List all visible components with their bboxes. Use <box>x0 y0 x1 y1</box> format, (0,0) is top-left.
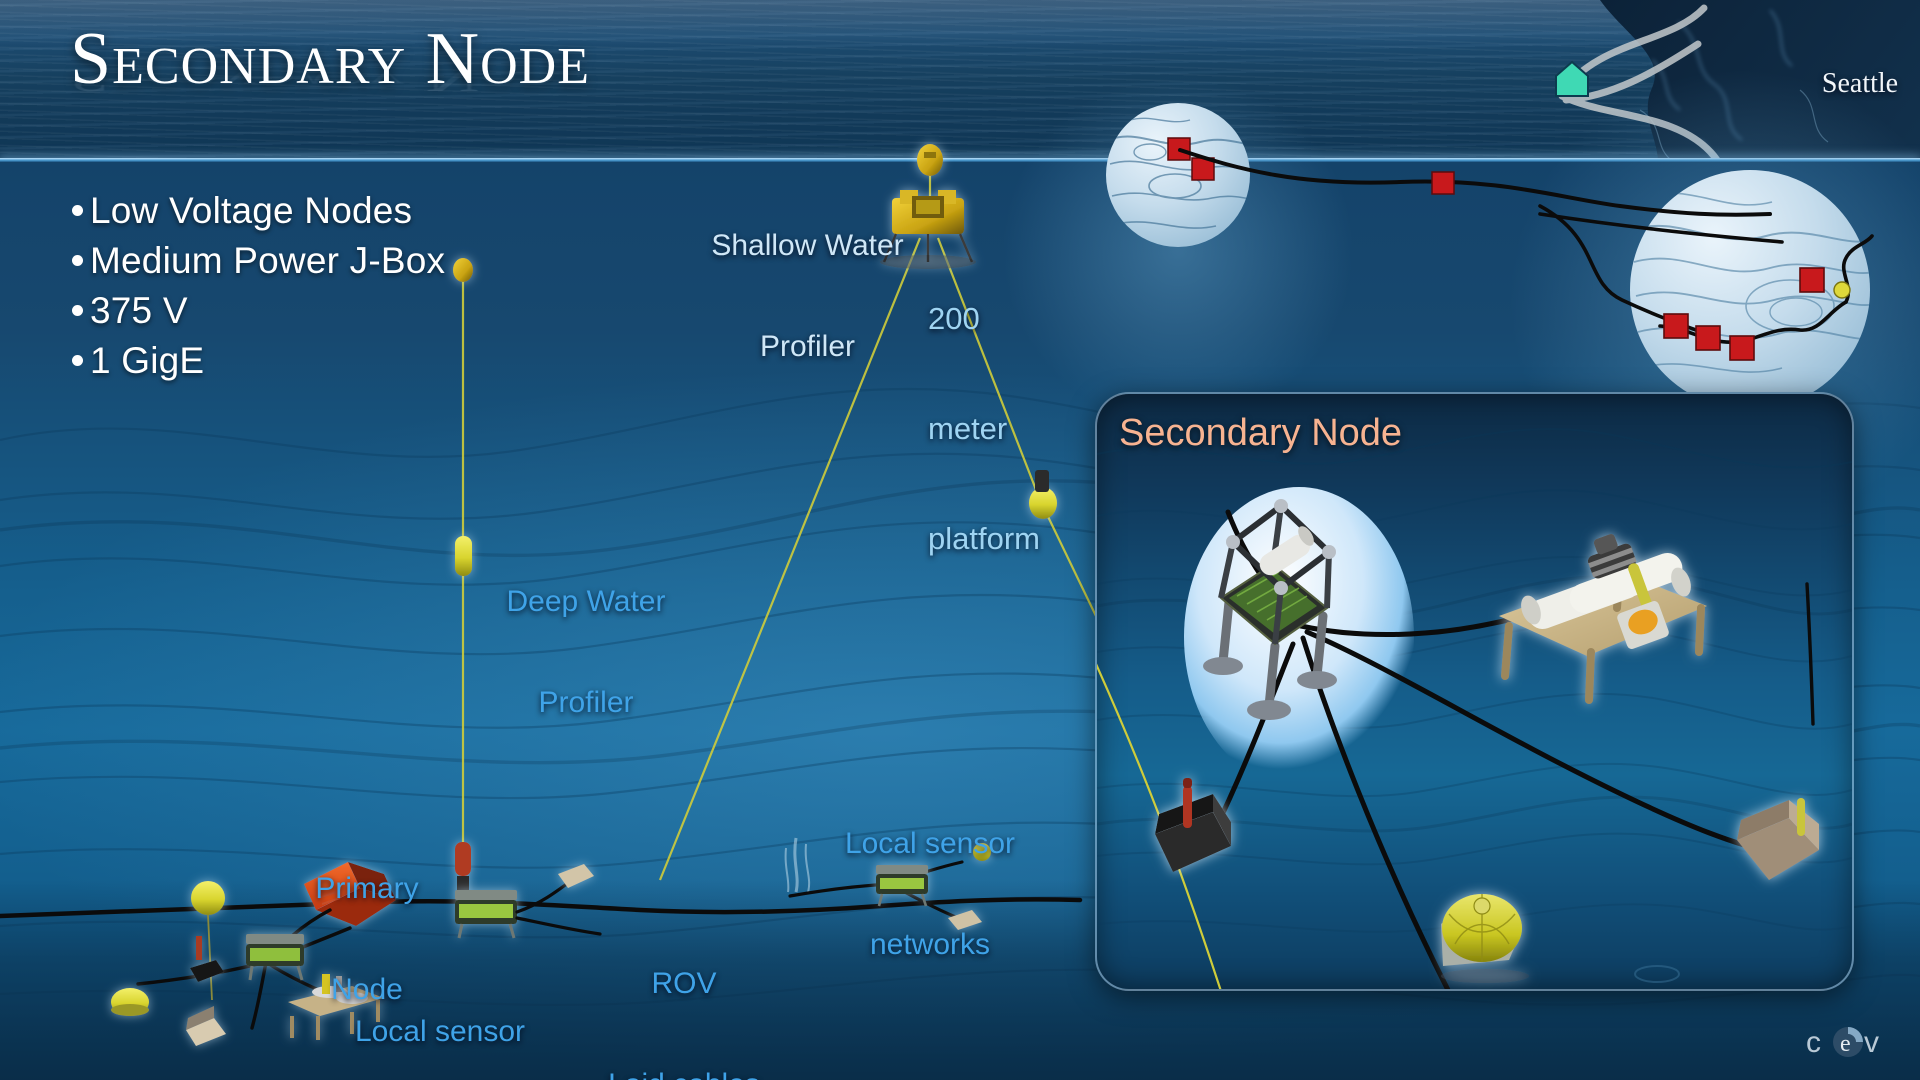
cable-route-map <box>1003 70 1920 530</box>
map-inset-left <box>1106 103 1250 247</box>
feature-bullet-list: Low Voltage Nodes Medium Power J-Box 375… <box>72 186 445 386</box>
mooring-clamp <box>1035 470 1049 492</box>
secondary-node-frame <box>1203 499 1337 720</box>
instrument-pyramid <box>186 1006 226 1046</box>
bullet-dot-icon <box>72 354 83 366</box>
bullet-label: 1 GigE <box>90 340 205 381</box>
map-marker-node <box>1729 335 1755 361</box>
auv-docking-platform <box>1499 533 1707 704</box>
tan-instrument-pyramid <box>1737 798 1819 880</box>
local-sensor-network-left <box>111 881 384 1046</box>
cev-watermark: c e v <box>1802 1018 1894 1064</box>
instrument-pyramid <box>558 864 594 888</box>
watermark-text-left: c <box>1806 1026 1821 1059</box>
junction-box <box>246 934 304 981</box>
instrument-pyramid <box>948 910 982 930</box>
map-marker-node <box>1431 171 1455 195</box>
map-marker-node <box>1663 313 1689 339</box>
list-item: Low Voltage Nodes <box>72 186 445 236</box>
local-sensor-networks-right-label: Local sensor networks <box>844 827 1016 961</box>
watermark-glyph: e <box>1840 1031 1851 1057</box>
local-sensor-networks-left-label: Local sensor networks <box>354 1015 526 1049</box>
page-title-block: Secondary Node Secondary Node <box>70 22 590 172</box>
list-item: Medium Power J-Box <box>72 236 445 286</box>
node-spotlight <box>1184 487 1414 787</box>
shore-landing-node <box>1555 60 1589 97</box>
secondary-node-inset-panel: Secondary Node <box>1095 392 1854 991</box>
primary-node <box>304 862 396 926</box>
junction-box <box>876 865 928 907</box>
bullet-label: Medium Power J-Box <box>90 240 446 281</box>
inset-mooring-line <box>1097 663 1222 989</box>
watermark-text-right: v <box>1864 1026 1879 1059</box>
inset-title: Secondary Node <box>1119 412 1403 454</box>
primary-node-label: Primary Node <box>315 872 419 1006</box>
map-marker-node <box>1695 325 1721 351</box>
shallow-profiler-surface-buoy <box>917 144 943 176</box>
page-title: Secondary Node <box>70 18 590 100</box>
deep-profiler-top-float <box>453 258 473 282</box>
inset-equipment-layer <box>1097 487 1819 989</box>
local-sensor-network-right <box>788 843 991 930</box>
hydrothermal-plume <box>784 837 811 893</box>
map-inset-right <box>1538 170 1874 410</box>
shallow-water-profiler-platform <box>880 190 976 269</box>
deep-profiler-body <box>455 536 472 576</box>
bullet-dot-icon <box>72 254 83 266</box>
dark-instrument-pyramid <box>1155 778 1231 872</box>
yellow-dome-sensor <box>1441 894 1529 983</box>
sensor-table <box>288 974 384 1040</box>
bullet-label: 375 V <box>90 290 188 331</box>
instrument-pyramid <box>190 936 224 982</box>
mooring-float <box>1029 487 1057 519</box>
shallow-water-profiler-label: Shallow Water Profiler <box>711 229 904 363</box>
medium-power-jbox <box>455 890 517 939</box>
list-item: 1 GigE <box>72 336 445 386</box>
deep-profiler-anchor-float <box>455 842 471 894</box>
inset-seafloor-ring <box>1634 965 1680 983</box>
platform-depth-label: 200 meter platform <box>928 301 1040 556</box>
bullet-dot-icon <box>72 304 83 316</box>
map-marker-node <box>1799 267 1825 293</box>
deep-water-profiler-label: Deep Water Profiler <box>506 585 666 719</box>
bullet-label: Low Voltage Nodes <box>90 190 413 231</box>
list-item: 375 V <box>72 286 445 336</box>
trunk-cable <box>1178 148 1772 217</box>
map-terminus-buoy <box>1833 281 1851 299</box>
rov-laid-cables-label: ROV Laid cables <box>608 967 760 1080</box>
bullet-dot-icon <box>72 204 83 216</box>
